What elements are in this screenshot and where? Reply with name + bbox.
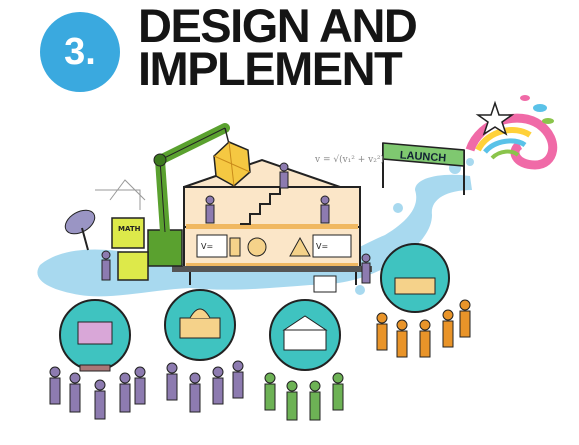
title-line-1: DESIGN AND (138, 0, 418, 52)
math-box-text: MATH (118, 225, 141, 233)
step-number: 3. (64, 30, 96, 73)
globe-2 (164, 289, 236, 361)
board-left-text: V= (201, 242, 213, 251)
crowd-orange (376, 299, 471, 358)
launch-flag: LAUNCH (382, 142, 465, 195)
crowd-purple-1 (49, 366, 146, 420)
globe-3 (269, 299, 341, 371)
star-icon (475, 100, 515, 136)
building-cross-section: V= V= (172, 158, 372, 285)
crowd-green (264, 372, 344, 421)
formula-top: v = √(v₁² + v₂²) (314, 154, 384, 165)
launch-swirl (465, 95, 558, 170)
title-line-2: IMPLEMENT (138, 42, 403, 96)
equipment: MATH (64, 209, 337, 293)
crowd-purple-2 (166, 360, 244, 413)
globe-4 (380, 243, 450, 313)
board-right-text: V= (316, 242, 328, 251)
globe-1 (59, 299, 131, 372)
launch-flag-text: LAUNCH (399, 149, 446, 164)
step-number-badge: 3. (40, 12, 120, 92)
page-title: DESIGN AND IMPLEMENT (138, 0, 418, 96)
robot-crane (147, 123, 251, 267)
satellite-dish-icon (64, 209, 96, 235)
workers (101, 162, 371, 284)
chalk-sketch (95, 179, 146, 210)
